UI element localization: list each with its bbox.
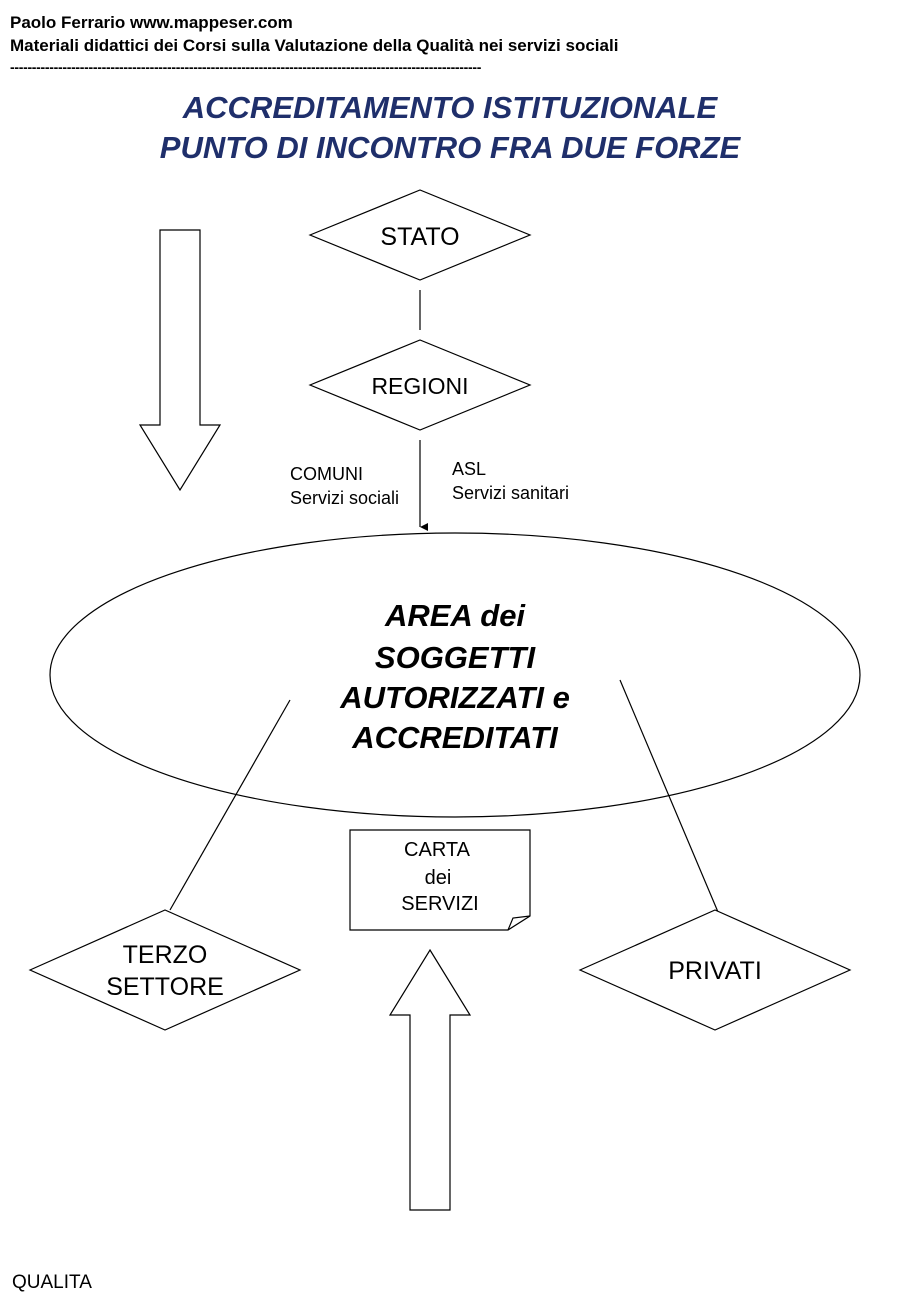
asl-label: ASL bbox=[452, 459, 486, 479]
header-separator: ----------------------------------------… bbox=[10, 59, 482, 75]
terzo-settore-label-line-2: SETTORE bbox=[106, 973, 224, 1001]
terzo-settore-diamond bbox=[28, 909, 302, 1031]
area-label-line-1: AREA dei bbox=[384, 598, 526, 633]
comuni-sub-label: Servizi sociali bbox=[290, 488, 399, 508]
asl-sub-label: Servizi sanitari bbox=[452, 483, 569, 503]
regioni-label: REGIONI bbox=[371, 373, 468, 399]
area-label-line-4: ACCREDITATI bbox=[351, 720, 559, 755]
carta-label-line-2: dei bbox=[425, 867, 452, 889]
stato-diamond bbox=[308, 189, 532, 281]
stato-label: STATO bbox=[380, 223, 459, 251]
area-ellipse bbox=[49, 532, 861, 818]
area-label-line-3: AUTORIZZATI e bbox=[339, 680, 570, 715]
header-subtitle: Materiali didattici dei Corsi sulla Valu… bbox=[10, 36, 619, 55]
header-author: Paolo Ferrario www.mappeser.com bbox=[10, 13, 293, 32]
up-arrow bbox=[388, 948, 472, 1211]
carta-label-line-1: CARTA bbox=[404, 839, 471, 861]
privati-diamond bbox=[578, 909, 852, 1031]
carta-servizi-fold bbox=[507, 915, 531, 931]
regioni-diamond bbox=[308, 339, 532, 431]
comuni-label: COMUNI bbox=[290, 464, 363, 484]
down-arrow bbox=[138, 229, 222, 492]
area-label-line-2: SOGGETTI bbox=[375, 640, 537, 675]
title-line-1: ACCREDITAMENTO ISTITUZIONALE bbox=[182, 90, 718, 125]
footer-label: QUALITA bbox=[12, 1272, 92, 1293]
carta-label-line-3: SERVIZI bbox=[401, 893, 478, 915]
privati-label: PRIVATI bbox=[668, 957, 762, 985]
carta-servizi-document bbox=[349, 829, 531, 931]
privati-connector bbox=[619, 679, 719, 913]
terzo-settore-connector bbox=[169, 699, 291, 911]
terzo-settore-label-line-1: TERZO bbox=[123, 941, 208, 969]
title-line-2: PUNTO DI INCONTRO FRA DUE FORZE bbox=[159, 130, 741, 165]
